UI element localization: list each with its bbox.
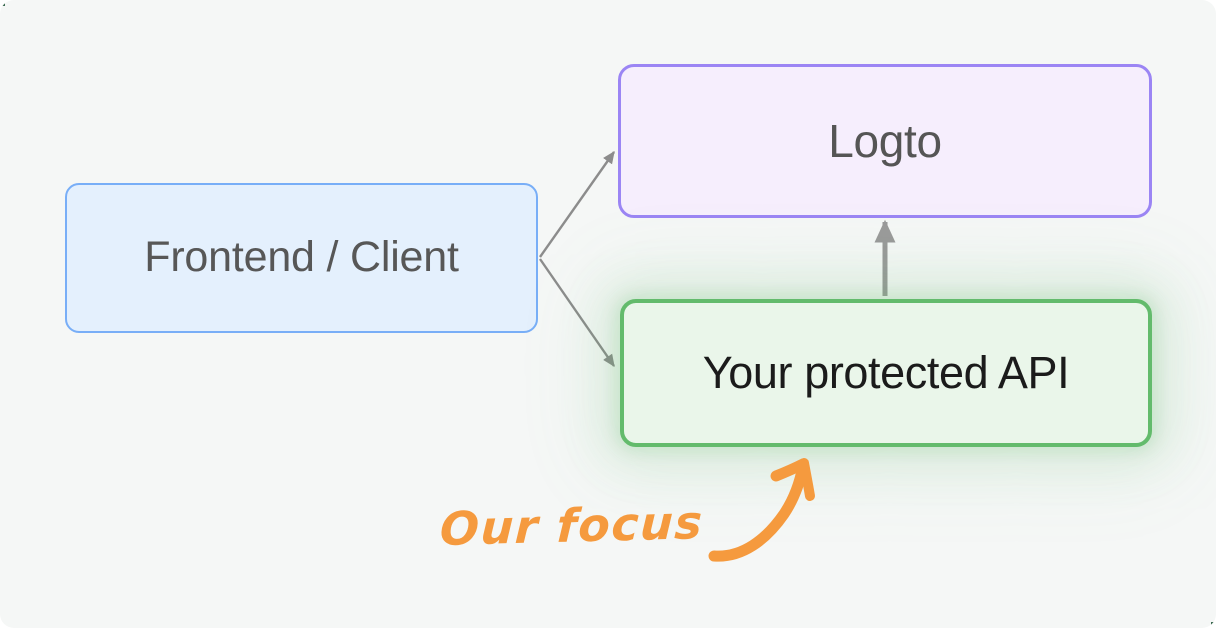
- node-frontend-client[interactable]: Frontend / Client: [65, 183, 538, 333]
- corner-artifact-bottom-right: [1211, 622, 1216, 628]
- node-logto-label: Logto: [828, 114, 942, 167]
- node-your-protected-api-label: Your protected API: [702, 347, 1070, 399]
- node-frontend-client-label: Frontend / Client: [144, 233, 459, 282]
- connector-frontend-to-api: [539, 258, 615, 368]
- annotation-our-focus-label: Our focus: [438, 495, 705, 556]
- connector-frontend-to-logto: [539, 150, 615, 258]
- annotation-our-focus: Our focus: [439, 495, 705, 556]
- corner-artifact-top-left: [0, 0, 5, 6]
- annotation-arrow-icon: [708, 458, 815, 562]
- node-your-protected-api[interactable]: Your protected API: [620, 299, 1152, 447]
- node-logto[interactable]: Logto: [618, 64, 1152, 218]
